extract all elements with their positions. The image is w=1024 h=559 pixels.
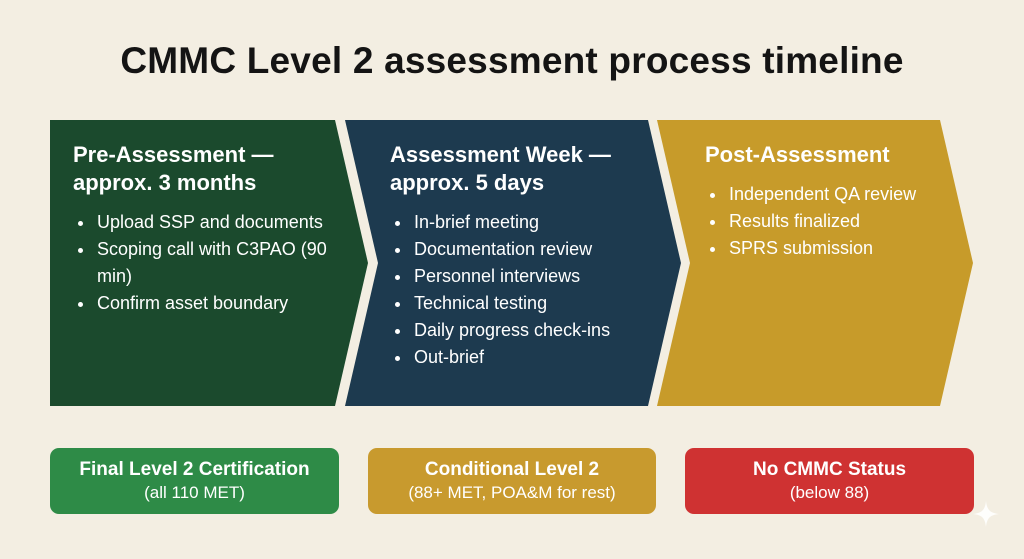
page-title: CMMC Level 2 assessment process timeline: [120, 40, 904, 81]
assessment-week-arrow: [345, 120, 681, 406]
outcome-final-certification: Final Level 2 Certification (all 110 MET…: [50, 448, 339, 514]
outcome-no-status: No CMMC Status (below 88): [685, 448, 974, 514]
list-item: In-brief meeting: [412, 209, 650, 236]
list-item: Independent QA review: [727, 181, 955, 208]
phase-pre-assessment: Pre-Assessment — approx. 3 months Upload…: [73, 141, 343, 317]
post-assessment-arrow: [657, 120, 973, 406]
phase-heading: Assessment Week — approx. 5 days: [390, 142, 611, 195]
outcome-title: Final Level 2 Certification: [79, 459, 310, 480]
list-item: Out-brief: [412, 344, 650, 371]
pre-assessment-arrow: [50, 120, 368, 406]
phase-heading: Post-Assessment: [705, 142, 890, 167]
phase-items: Independent QA review Results finalized …: [705, 181, 955, 262]
phase-items: In-brief meeting Documentation review Pe…: [390, 209, 650, 371]
list-item: Documentation review: [412, 236, 650, 263]
phase-assessment-week: Assessment Week — approx. 5 days In-brie…: [390, 141, 650, 371]
list-item: Confirm asset boundary: [95, 290, 343, 317]
outcome-title: Conditional Level 2: [424, 459, 600, 480]
list-item: Personnel interviews: [412, 263, 650, 290]
list-item: Technical testing: [412, 290, 650, 317]
outcome-subtitle: (all 110 MET): [144, 483, 245, 502]
outcome-subtitle: (below 88): [789, 483, 870, 502]
list-item: Results finalized: [727, 208, 955, 235]
phase-heading: Pre-Assessment — approx. 3 months: [73, 142, 274, 195]
list-item: Upload SSP and documents: [95, 209, 343, 236]
list-item: Daily progress check-ins: [412, 317, 650, 344]
phase-post-assessment: Post-Assessment Independent QA review Re…: [705, 141, 955, 262]
outcome-title: No CMMC Status: [752, 459, 907, 480]
list-item: SPRS submission: [727, 235, 955, 262]
list-item: Scoping call with C3PAO (90 min): [95, 236, 343, 290]
sparkle-icon: [973, 501, 999, 527]
phase-items: Upload SSP and documents Scoping call wi…: [73, 209, 343, 317]
outcome-subtitle: (88+ MET, POA&M for rest): [408, 483, 616, 502]
outcome-conditional: Conditional Level 2 (88+ MET, POA&M for …: [368, 448, 656, 514]
